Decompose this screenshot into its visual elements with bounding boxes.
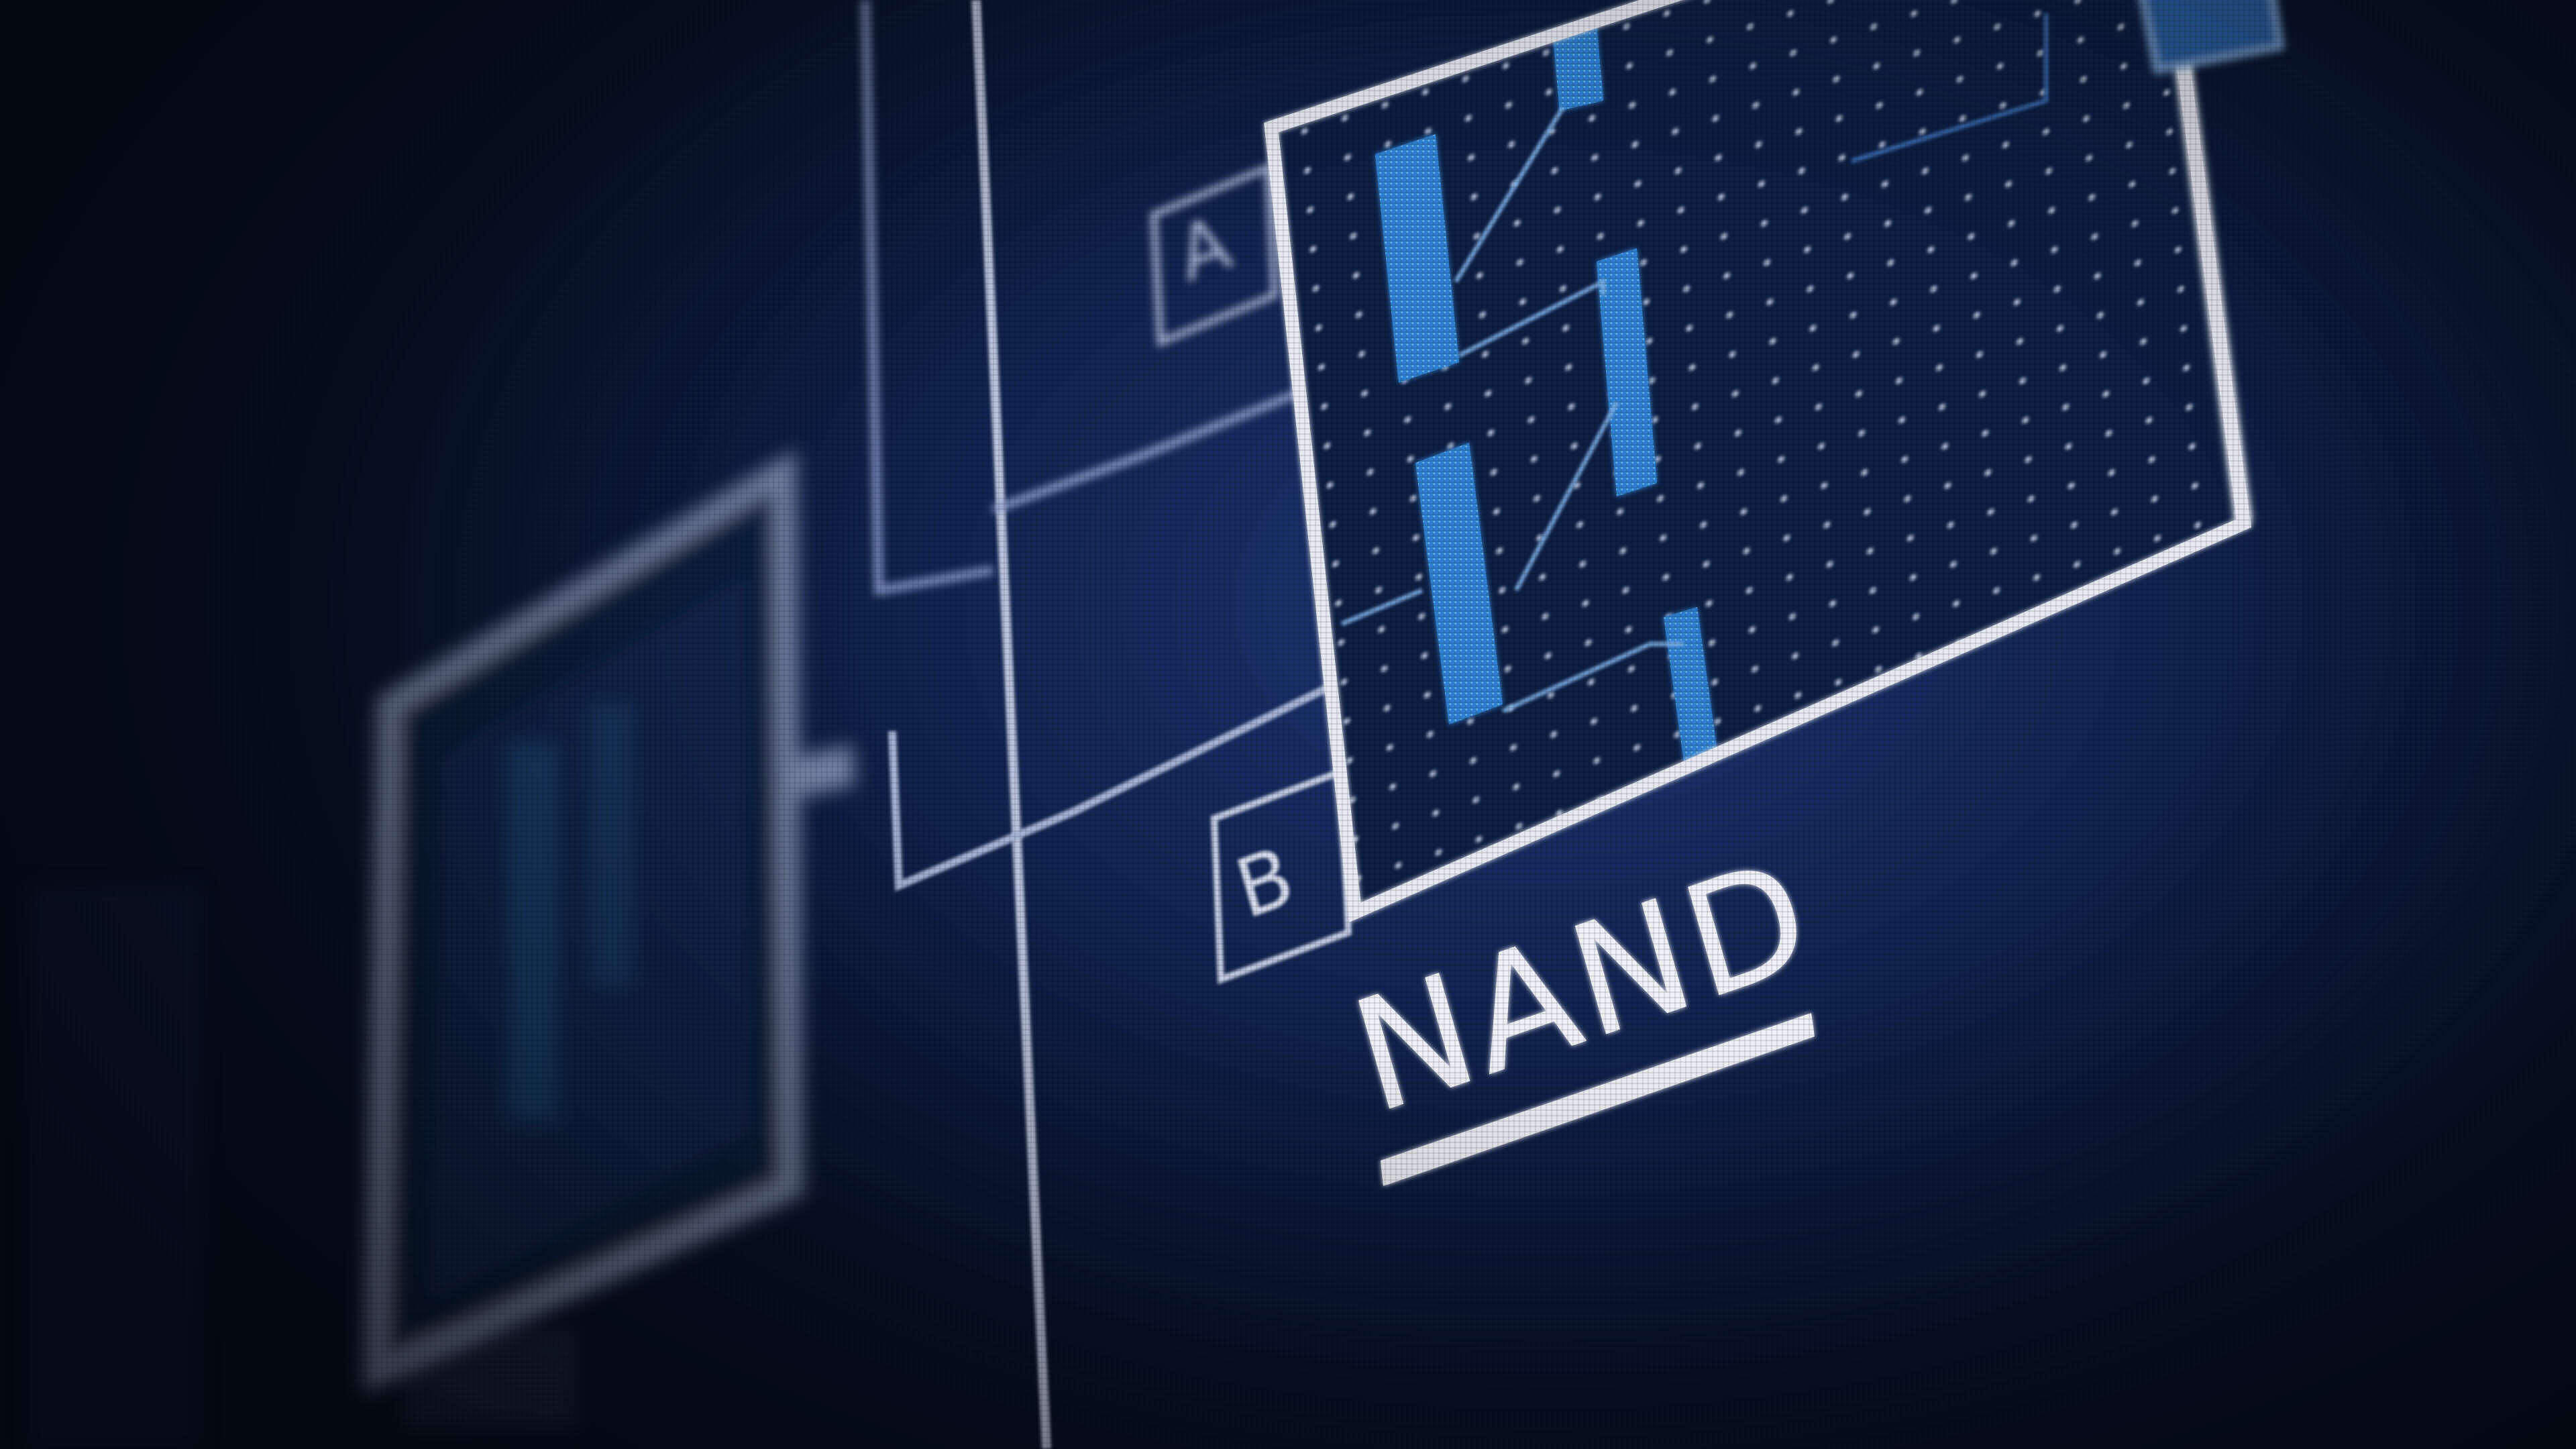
top-right-component (2139, 0, 2285, 74)
vertical-bus-wire (971, 0, 1051, 1449)
upper-wire (861, 0, 994, 596)
wire-a (991, 372, 1344, 514)
left-component-box (364, 449, 855, 1393)
input-a-label: A (1169, 199, 1240, 299)
input-b-label: B (1226, 828, 1303, 938)
